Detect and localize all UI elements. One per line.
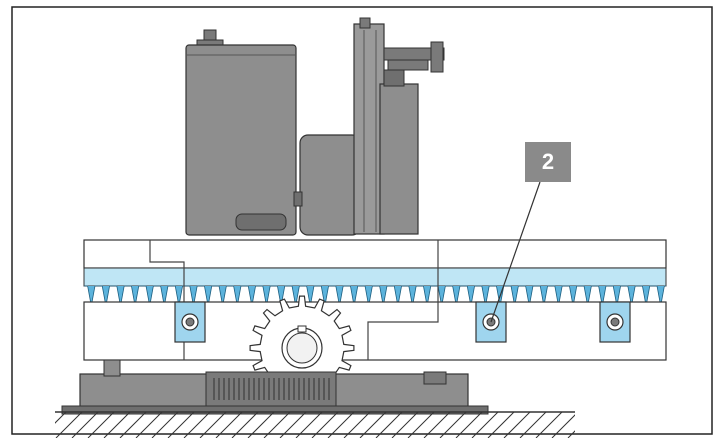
floor-hatch-line <box>487 412 515 438</box>
floor-hatch-line <box>471 412 499 438</box>
floor-hatch-line <box>87 412 115 438</box>
rack-fastener-right <box>599 301 631 343</box>
motor-housing <box>185 29 297 236</box>
floor-hatch-line <box>103 412 131 438</box>
floor-hatch-line <box>119 412 147 438</box>
floor-hatch-line <box>391 412 419 438</box>
floor-hatch-line <box>55 412 83 438</box>
floor-hatch-line <box>263 412 291 438</box>
floor-hatch-line <box>343 412 371 438</box>
floor-hatch-line <box>135 412 163 438</box>
floor-hatch-line <box>519 412 547 438</box>
floor-hatch-line <box>311 412 339 438</box>
floor-hatch-line <box>535 412 563 438</box>
floor-hatch-line <box>439 412 467 438</box>
floor-hatch-line <box>215 412 243 438</box>
floor-hatch-line <box>375 412 403 438</box>
motor-base-plate <box>61 359 489 415</box>
floor-hatch-line <box>503 412 531 438</box>
floor-hatch-line <box>151 412 179 438</box>
floor-hatch-line <box>567 430 575 438</box>
floor-hatch-line <box>279 412 307 438</box>
floor-hatch-line <box>551 414 575 438</box>
rack-top-band <box>83 239 667 269</box>
floor-hatch-line <box>183 412 211 438</box>
rack-teeth <box>84 285 666 303</box>
floor-hatch-line <box>167 412 195 438</box>
rack-fastener-left <box>174 301 206 343</box>
floor-hatch-line <box>423 412 451 438</box>
floor-hatch-line <box>247 412 275 438</box>
floor-hatch-line <box>199 412 227 438</box>
floor-hatching <box>55 411 575 438</box>
floor-hatch-line <box>359 412 387 438</box>
floor-hatch-line <box>295 412 323 438</box>
callout-leader-line <box>490 181 541 323</box>
release-mechanism <box>353 17 445 235</box>
floor-hatch-line <box>407 412 435 438</box>
callout-label-2: 2 <box>525 142 571 182</box>
floor-hatch-line <box>71 412 99 438</box>
floor-hatch-line <box>327 412 355 438</box>
floor-hatch-line <box>231 412 259 438</box>
gearbox-block <box>293 134 361 236</box>
floor-hatch-line <box>55 412 67 424</box>
floor-hatch-line <box>455 412 483 438</box>
rack-blue-band <box>83 267 667 287</box>
rack-lower-band <box>83 301 667 361</box>
